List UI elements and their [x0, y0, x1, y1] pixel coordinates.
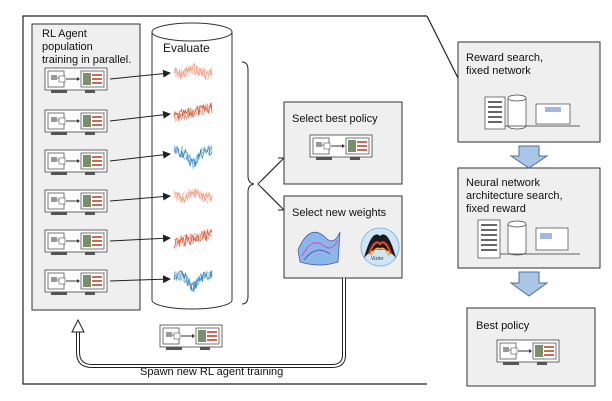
down-arrow-icon-2 — [509, 271, 549, 297]
vizier-logo-text: Vizier — [371, 256, 384, 262]
agent-3 — [44, 149, 108, 176]
best-policy-agent — [309, 134, 373, 161]
final-policy-agent — [496, 339, 560, 366]
agent-6 — [44, 269, 108, 296]
evaluation-brace — [241, 61, 255, 305]
outer-frame — [22, 15, 427, 385]
evaluation-plots — [173, 62, 213, 294]
loss-surface-icon — [297, 231, 341, 266]
agent-1 — [44, 67, 108, 94]
agent-4 — [44, 189, 108, 216]
agent-2 — [44, 109, 108, 136]
training-curve-2 — [173, 102, 213, 120]
select-policy-label: Select best policy — [292, 113, 378, 125]
branch-arrows — [257, 157, 285, 211]
training-curve-1 — [173, 62, 213, 80]
best-policy-label: Best policy — [476, 320, 530, 332]
spawn-label: Spawn new RL agent training — [140, 366, 284, 378]
reward-search-label: Reward search, fixed network — [466, 52, 544, 77]
training-curve-1 — [173, 65, 213, 81]
training-curve-3 — [173, 144, 213, 170]
reward-search-icon — [484, 94, 580, 130]
training-curve-5 — [173, 227, 213, 248]
evaluate-cylinder — [151, 22, 233, 310]
spawn-agent — [159, 324, 223, 351]
training-curve-3 — [173, 145, 213, 167]
training-curve-4 — [173, 187, 213, 204]
reward-search-panel — [457, 41, 601, 143]
down-arrow-icon-1 — [509, 145, 549, 169]
agent-plot-arrows — [109, 69, 171, 284]
evaluate-label: Evaluate — [163, 41, 210, 55]
agent-5 — [44, 229, 108, 256]
nas-search-label: Neural network architecture search, fixe… — [466, 177, 563, 215]
population-label: RL Agent population training in parallel… — [42, 28, 132, 66]
nas-search-icon — [477, 219, 580, 259]
select-weights-label: Select new weights — [292, 207, 387, 219]
vizier-logo-icon — [360, 227, 400, 267]
spawn-arrowhead — [71, 318, 85, 333]
training-curve-6 — [173, 269, 213, 294]
